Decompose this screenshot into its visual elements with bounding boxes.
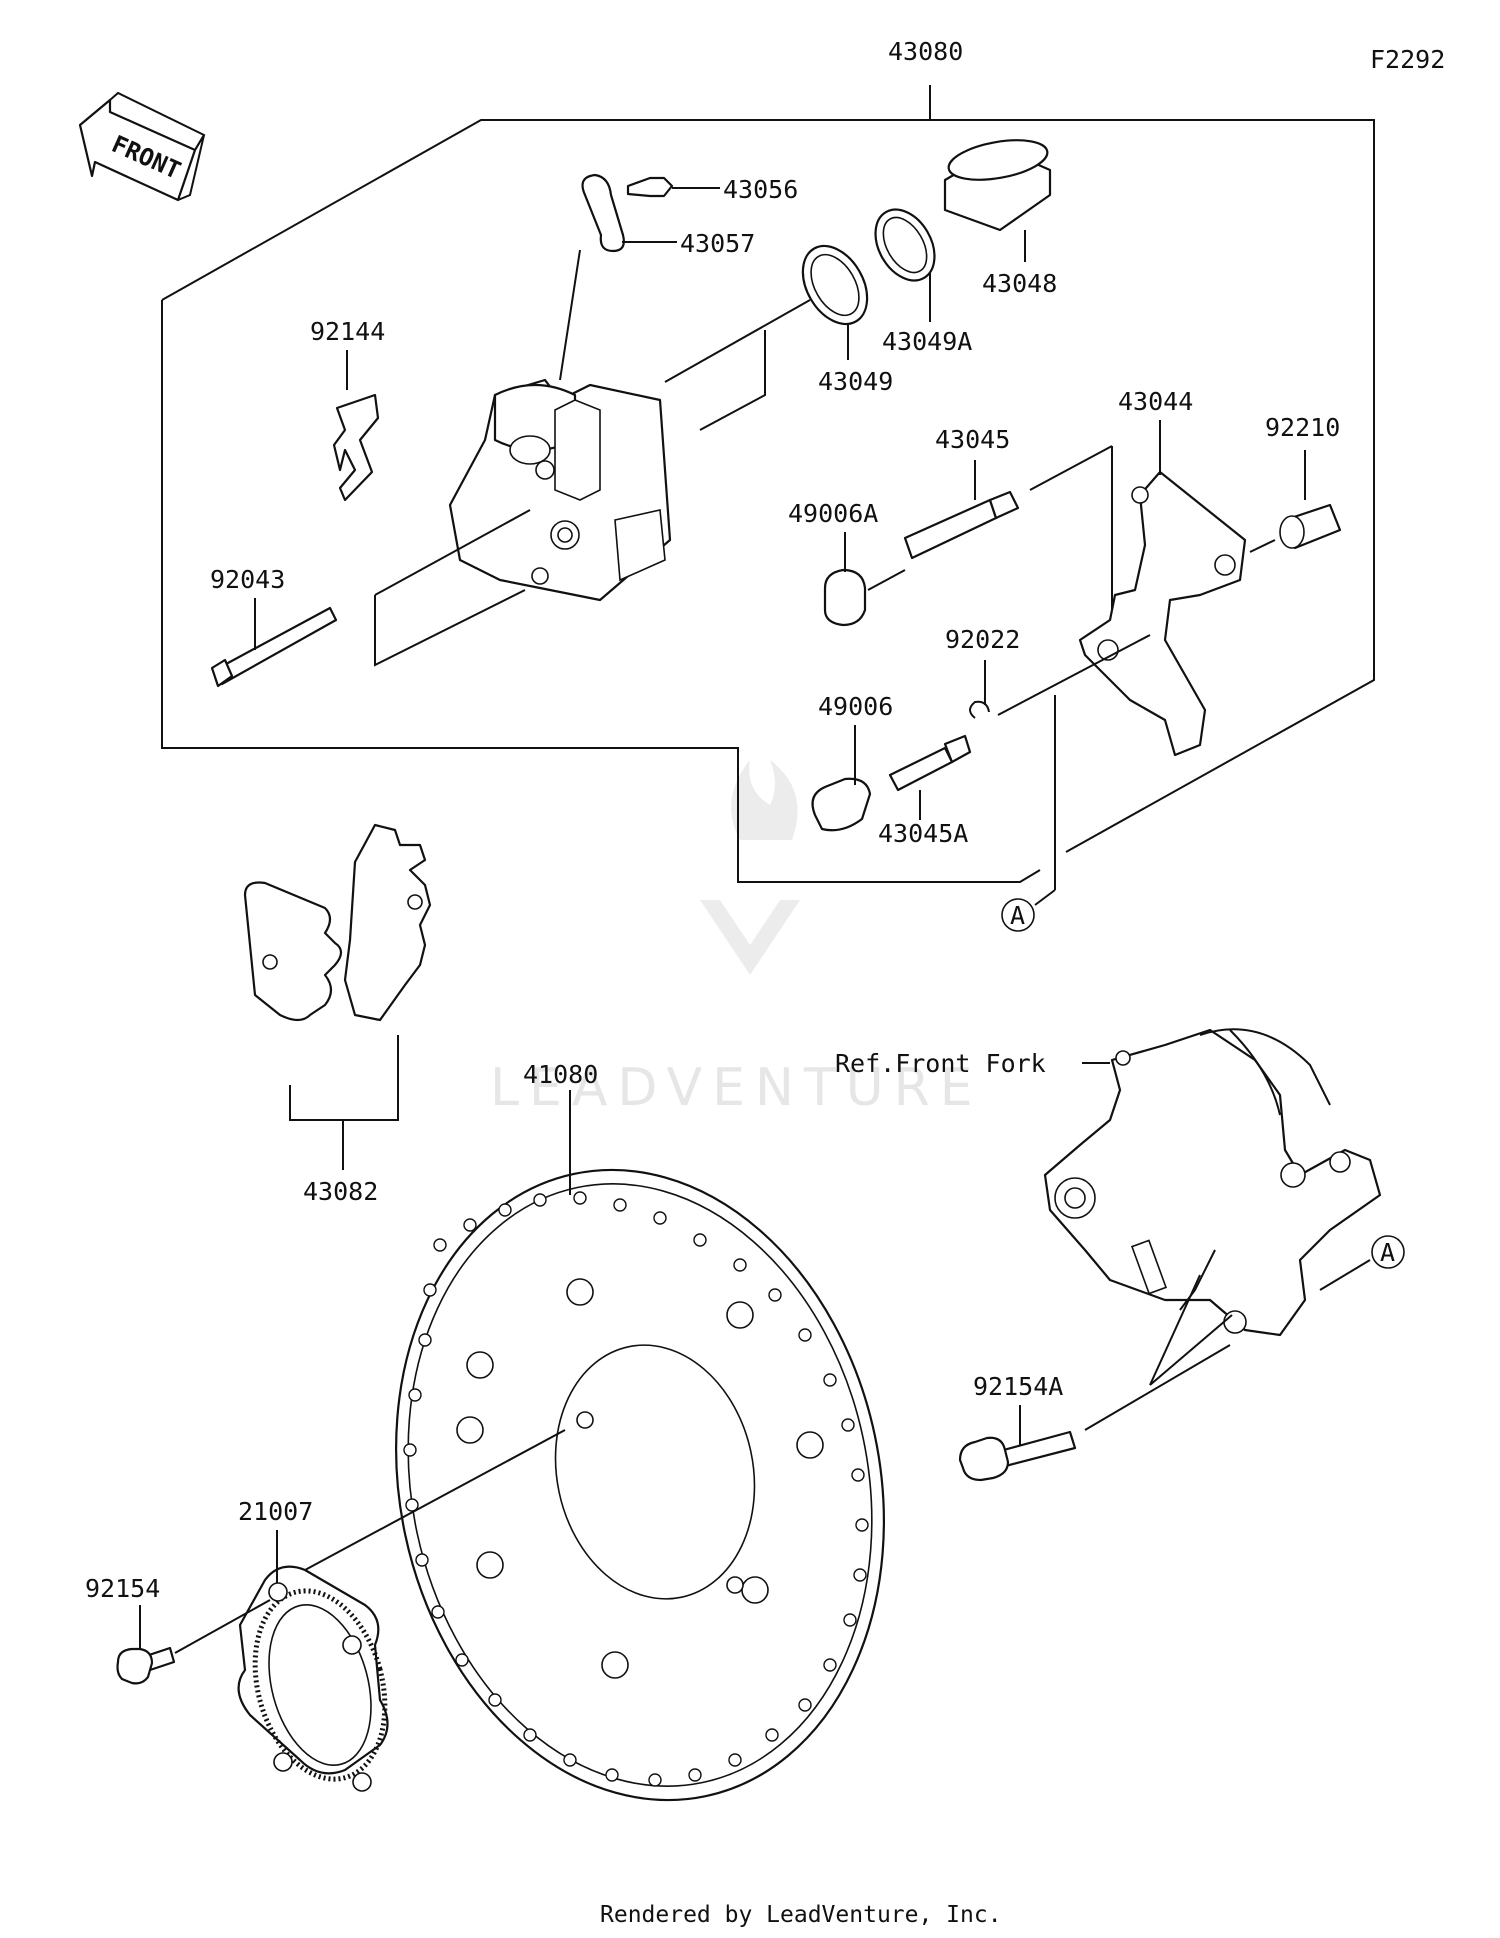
rubber-boot-49006A <box>823 532 867 627</box>
label-92154: 92154 <box>85 1574 160 1603</box>
label-43082: 43082 <box>303 1177 378 1206</box>
bleeder-valve <box>626 176 720 198</box>
front-arrow-icon: FRONT <box>78 91 206 202</box>
bleeder-cap <box>581 173 677 253</box>
label-41080: 41080 <box>523 1060 598 1089</box>
bolt-92154 <box>116 1599 271 1685</box>
collar-92210 <box>1249 450 1342 553</box>
caliper-assembly-outline <box>161 119 1375 853</box>
caliper-body <box>448 249 672 602</box>
callout-a-circle-lower <box>1371 1235 1405 1269</box>
brake-pads <box>243 823 432 1170</box>
label-92043: 92043 <box>210 565 285 594</box>
label-43057: 43057 <box>680 229 755 258</box>
piston-seal <box>801 244 869 360</box>
caliper-piston <box>943 139 1052 262</box>
footer-credit: Rendered by LeadVenture, Inc. <box>600 1902 1002 1928</box>
circlip-92022 <box>969 634 1151 719</box>
watermark: LEADVENTURE <box>490 760 973 1118</box>
dust-seal <box>874 208 936 322</box>
bolt-92154A <box>958 1274 1233 1482</box>
label-43049: 43049 <box>818 367 893 396</box>
label-43045: 43045 <box>935 425 1010 454</box>
label-92022: 92022 <box>945 625 1020 654</box>
callout-a-upper: A <box>1010 901 1025 930</box>
label-92154A: 92154A <box>973 1372 1063 1401</box>
pad-spring <box>332 350 380 502</box>
label-43048: 43048 <box>982 269 1057 298</box>
figure-code: F2292 <box>1370 45 1445 74</box>
label-49006: 49006 <box>818 692 893 721</box>
rubber-boot-49006 <box>811 725 872 832</box>
label-43056: 43056 <box>723 175 798 204</box>
caliper-assembly-outline-lower <box>161 300 1041 883</box>
label-43080: 43080 <box>888 37 963 66</box>
caliper-bracket <box>1078 420 1247 757</box>
abs-sensor-rotor <box>237 1530 389 1792</box>
label-92144: 92144 <box>310 317 385 346</box>
label-92210: 92210 <box>1265 413 1340 442</box>
slide-pin-43045 <box>903 460 1020 560</box>
callout-a-circle <box>1001 898 1035 932</box>
label-49006A: 49006A <box>788 499 878 528</box>
caliper-pin <box>210 598 338 688</box>
label-21007: 21007 <box>238 1497 313 1526</box>
label-43045A: 43045A <box>878 819 968 848</box>
callout-a-lower: A <box>1380 1238 1395 1267</box>
label-43044: 43044 <box>1118 387 1193 416</box>
brake-disc <box>395 1090 885 1802</box>
slide-pin-43045A <box>888 734 972 820</box>
label-43049A: 43049A <box>882 327 972 356</box>
front-fork <box>1043 1028 1382 1337</box>
ref-front-fork-label: Ref.Front Fork <box>835 1049 1046 1078</box>
